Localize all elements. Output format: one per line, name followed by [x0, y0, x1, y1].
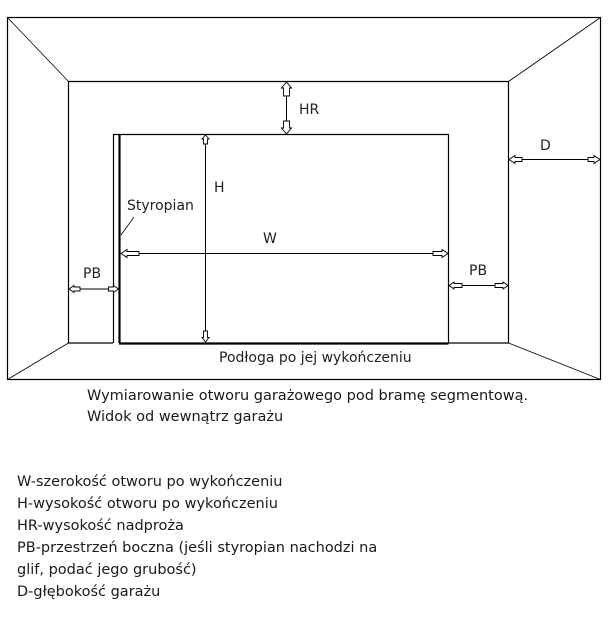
outer-wall-frame	[6, 16, 602, 381]
styrofoam-leader-line	[120, 216, 135, 236]
pb-right-label: PB	[469, 263, 488, 279]
w-label: W	[263, 231, 277, 247]
legend-item-hr: HR-wysokość nadproża	[17, 518, 184, 534]
legend-item-pb-cont: glif, podać jego grubość)	[17, 562, 197, 578]
legend-item-pb: PB-przestrzeń boczna (jeśli styropian na…	[17, 540, 378, 556]
corner-line-tr	[508, 17, 601, 82]
d-label: D	[540, 138, 551, 154]
hr-label: HR	[299, 102, 320, 118]
pb-left-label: PB	[83, 266, 102, 282]
corner-line-tl	[7, 17, 69, 82]
diagram-caption: Wymiarowanie otworu garażowego pod bramę…	[87, 386, 528, 428]
styropian-label: Styropian	[127, 198, 194, 214]
back-wall-outline	[67, 80, 510, 343]
door-opening-outline	[112, 133, 450, 343]
dimension-legend: W-szerokość otworu po wykończeniu H-wyso…	[17, 471, 377, 603]
h-label: H	[214, 180, 225, 196]
legend-item-w: W-szerokość otworu po wykończeniu	[17, 474, 283, 490]
legend-item-d: D-głębokość garażu	[17, 584, 161, 600]
corner-line-br	[508, 342, 601, 380]
corner-line-bl	[7, 342, 69, 380]
caption-title: Wymiarowanie otworu garażowego pod bramę…	[87, 388, 529, 404]
floor-label: Podłoga po jej wykończeniu	[219, 350, 412, 366]
caption-subtitle: Widok od wewnątrz garażu	[87, 409, 284, 425]
legend-item-h: H-wysokość otworu po wykończeniu	[17, 496, 278, 512]
